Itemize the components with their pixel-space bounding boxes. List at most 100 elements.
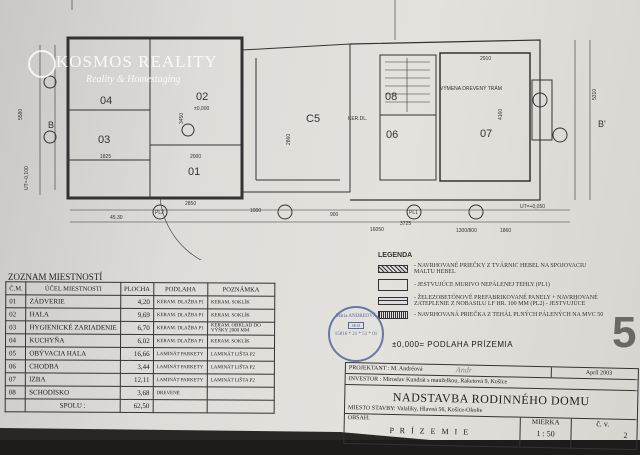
- pl2-mark: PL2: [155, 210, 164, 216]
- dimension: 45.30: [110, 215, 123, 221]
- room-label-07: 07: [480, 128, 492, 140]
- wall-living: [241, 43, 351, 193]
- dimension: 2000: [190, 154, 201, 160]
- globe-logo-icon: [28, 50, 56, 78]
- dimension: 2850: [185, 201, 196, 207]
- blank-swatch-icon: [378, 279, 408, 291]
- col-header: PODLAHA: [153, 282, 208, 296]
- level-mark: ±0,000: [194, 106, 209, 112]
- dimension: 1860: [500, 228, 511, 234]
- dimension: 2910: [480, 56, 491, 62]
- legend: LEGENDA - NAVRHOVANÉ PRIEČKY Z TVÁRNIC H…: [378, 252, 606, 319]
- room-note: KERAM. SOKLÍK: [207, 295, 275, 310]
- rooms-table-title: ZOZNAM MIESTNOSTÍ: [8, 272, 103, 282]
- room-label-08: 08: [385, 91, 397, 103]
- room-number: 03: [5, 320, 27, 334]
- hatch-swatch-icon: [378, 265, 408, 273]
- room-floor: LAMINÁT PARKETY: [152, 373, 208, 387]
- room-label-c5: C5: [306, 113, 320, 125]
- room-purpose: ZÁDVERIE: [26, 294, 121, 309]
- drawing-paper: [0, 0, 640, 440]
- room-label-01: 01: [188, 166, 200, 178]
- staircase: [385, 58, 430, 112]
- col-header: ÚČEL MIESTNOSTI: [26, 281, 121, 296]
- room-number: 08: [5, 385, 26, 399]
- room-note: KERAM. SOKLÍK: [207, 308, 275, 323]
- room-floor: KERAM. DLAŽBA P1: [153, 308, 208, 322]
- pl1-mark: PL1: [409, 210, 418, 216]
- room-number: 04: [5, 333, 26, 347]
- floor-plan: 04 03 02 01 C5 06 07 08 ±0,000 KER.DL. V…: [18, 0, 606, 260]
- annotation-ut-left: UT=-0,100: [24, 166, 30, 190]
- room-area: 9,69: [120, 308, 154, 322]
- room-label-06: 06: [386, 129, 398, 141]
- room-floor: KERAM. DLAŽBA P1: [153, 321, 208, 335]
- room-floor: KERAM. DLAŽBA P1: [153, 295, 208, 309]
- legend-text: - ŽELEZOBETÓNOVÉ PREFABRIKOVANÉ PANELY +…: [414, 295, 598, 307]
- annotation-ut-right: UT=+0,050: [520, 204, 545, 210]
- room-label-02: 02: [196, 91, 208, 103]
- legend-title: LEGENDA: [378, 252, 413, 259]
- sheet-no-cell: č. v. 2: [570, 418, 634, 450]
- empty-cell: [5, 398, 26, 412]
- room-note: KERAM. SOKLÍK: [207, 334, 275, 349]
- dimension: 5310: [592, 89, 598, 100]
- stamp-name: Mária ANDREOVÁ: [335, 314, 377, 319]
- watermark-brand: KOSMOS REALITY: [56, 52, 218, 71]
- dimension: 3450: [179, 113, 185, 124]
- total-value: 62,50: [119, 399, 153, 413]
- room-note: LAMINÁT LIŠTA P2: [207, 373, 275, 388]
- room-purpose: OBÝVACIA HALA: [25, 346, 121, 361]
- room-number: 05: [5, 346, 26, 360]
- content-label: OBSAH:: [347, 415, 370, 422]
- annotation-ker-dl: KER.DL.: [348, 116, 367, 122]
- room-area: 3,68: [119, 386, 153, 400]
- legend-text: - NAVRHOVANÁ PRIEČKA Z TEHÁL PLNÝCH PÁLE…: [414, 312, 604, 318]
- room-note: KERAM. OBKLAD DO VÝŠKY 2000 MM: [207, 321, 275, 336]
- legend-item: - JESTVUJÚCE MURIVO NEPÁLENEJ TEHLY (PL1…: [378, 279, 606, 291]
- authorization-stamp: Mária ANDREOVÁ SKSI 15816 * 21 * 51 * 01: [328, 306, 384, 362]
- room-note: LAMINÁT LIŠTA P2: [207, 360, 275, 375]
- legend-item: - ŽELEZOBETÓNOVÉ PREFABRIKOVANÉ PANELY +…: [378, 295, 606, 307]
- room-label-03: 03: [98, 134, 110, 146]
- room-purpose: KUCHYŇA: [25, 333, 121, 348]
- col-header: POZNÁMKA: [207, 282, 275, 297]
- room-area: 3,44: [120, 360, 154, 374]
- room-floor: DREVENÉ: [152, 386, 208, 400]
- legend-item: - NAVRHOVANÉ PRIEČKY Z TVÁRNIC HEBEL NA …: [378, 263, 606, 275]
- room-labels: 04 03 02 01 C5 06 07 08: [98, 91, 492, 178]
- investor: INVESTOR : Miroslav Kundrát s manželkou,…: [348, 376, 508, 386]
- room-note: [207, 386, 275, 401]
- date: Apríl 2003: [585, 370, 613, 377]
- empty-cell: [206, 399, 275, 414]
- scale-label: MIERKA: [531, 417, 560, 427]
- wall-stair-hall: [379, 54, 437, 181]
- legend-item: - NAVRHOVANÁ PRIEČKA Z TEHÁL PLNÝCH PÁLE…: [378, 311, 606, 319]
- room-floor: LAMINÁT PARKETY: [153, 347, 208, 361]
- content: P R Í Z E M I E: [389, 425, 471, 437]
- legend-text: - JESTVUJÚCE MURIVO NEPÁLENEJ TEHLY (PL1…: [414, 282, 550, 288]
- room-number: 07: [5, 372, 26, 386]
- dimension: 1000: [250, 208, 261, 214]
- floor-level-note: ±0,000= PODLAHA PRÍZEMIA: [392, 340, 514, 349]
- room-label-04: 04: [100, 95, 112, 107]
- designer: PROJEKTANT : M. Andréová: [348, 365, 423, 373]
- section-mark-b: B: [48, 120, 54, 130]
- dimension: 1825: [100, 154, 111, 160]
- room-area: 4,20: [120, 295, 154, 309]
- panel-swatch-icon: [378, 297, 408, 305]
- scale-cell: MIERKA 1 : 50: [519, 417, 571, 448]
- total-label: SPOLU :: [25, 398, 120, 413]
- room-purpose: HALA: [26, 307, 121, 322]
- col-header: PLOCHA: [120, 282, 154, 296]
- room-floor: KERAM. DLAŽBA P1: [153, 334, 208, 348]
- rooms-table: Č.M. ÚČEL MIESTNOSTI PLOCHA PODLAHA POZN…: [5, 281, 275, 414]
- room-purpose: SCHODISKO: [25, 385, 120, 400]
- dimension: 900: [330, 212, 339, 218]
- scale: 1 : 50: [536, 429, 555, 439]
- empty-cell: [152, 399, 208, 413]
- room-area: 6,70: [120, 321, 154, 335]
- dimension: 4160: [498, 109, 504, 120]
- section-mark-b-prime: B': [598, 119, 606, 129]
- room-area: 16,66: [120, 347, 154, 361]
